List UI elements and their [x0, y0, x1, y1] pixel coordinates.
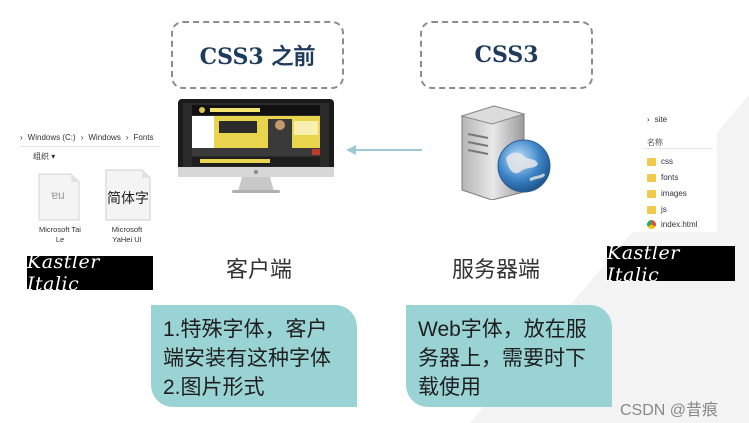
- font-file-icon[interactable]: 简体字: [102, 168, 151, 221]
- site-breadcrumb: › site: [647, 115, 667, 124]
- download-arrow: [346, 145, 422, 155]
- css3-heading: CSS3: [420, 21, 593, 89]
- site-folder-title[interactable]: site: [654, 115, 668, 124]
- list-item[interactable]: images: [647, 189, 687, 198]
- note-line: 务器上，需要时下: [418, 347, 586, 370]
- before-css3-heading: CSS3 之前: [171, 21, 344, 89]
- note-line: Web字体，放在服: [418, 318, 587, 341]
- list-item[interactable]: index.html: [647, 220, 697, 229]
- list-item-label: js: [661, 205, 667, 214]
- note-line: 端安装有这种字体: [163, 347, 331, 370]
- breadcrumb-windows[interactable]: Windows: [88, 132, 121, 142]
- chevron-right-icon: ›: [647, 115, 650, 124]
- font-name-line: Le: [55, 235, 65, 244]
- note-line: 载使用: [418, 376, 481, 399]
- watermark: CSDN @昔痕: [620, 402, 719, 419]
- web-server-illustration: [460, 105, 551, 200]
- note-line: 2.图片形式: [163, 376, 265, 399]
- breadcrumb-drive[interactable]: Windows (C:): [27, 132, 76, 142]
- font-file-name: Microsoft Tai Le: [27, 225, 93, 245]
- list-item-label: images: [661, 189, 687, 198]
- font-file-page-icon: [105, 169, 151, 221]
- fonts-breadcrumb: › Windows (C:) › Windows › Fonts: [20, 130, 160, 144]
- font-file-name: Microsoft YaHei UI: [94, 225, 160, 245]
- server-label: 服务器端: [451, 257, 540, 282]
- browser-file-icon: [647, 220, 656, 229]
- header-divider: [643, 148, 713, 149]
- folder-icon: [647, 205, 656, 214]
- font-file-page-icon: [38, 173, 80, 221]
- font-sample-image-right: Kastler Italic: [607, 242, 735, 286]
- list-item[interactable]: css: [647, 157, 673, 166]
- font-name-line: Microsoft Tai: [39, 225, 81, 234]
- font-sample-text: Kastler Italic: [27, 251, 100, 295]
- before-css3-heading-text: CSS3 之前: [199, 44, 316, 70]
- folder-icon: [647, 189, 656, 198]
- server-note: Web字体，放在服 务器上，需要时下 载使用: [406, 305, 612, 407]
- organize-menu[interactable]: 组织 ▾: [33, 152, 56, 161]
- note-line: 1.特殊字体，客户: [163, 318, 328, 341]
- column-header-name[interactable]: 名称: [647, 138, 663, 147]
- site-folder-panel: › site 名称 css fonts images js index.html: [633, 112, 717, 232]
- client-note: 1.特殊字体，客户 端安装有这种字体 2.图片形式: [151, 305, 357, 407]
- client-label: 客户端: [225, 257, 292, 282]
- css3-heading-text: CSS3: [474, 42, 539, 68]
- breadcrumb-separator: ›: [80, 132, 84, 142]
- folder-icon: [647, 173, 656, 182]
- list-item[interactable]: js: [647, 205, 667, 214]
- font-preview-glyph: 简体字: [107, 190, 149, 206]
- font-name-line: YaHei UI: [112, 235, 142, 244]
- list-item[interactable]: fonts: [647, 173, 678, 182]
- font-preview-glyph: ɐu: [51, 188, 65, 202]
- list-item-label: index.html: [661, 220, 698, 229]
- breadcrumb-separator: ›: [20, 132, 23, 142]
- font-sample-image-left: Kastler Italic: [27, 251, 153, 295]
- imac-monitor-illustration: [178, 99, 334, 193]
- list-item-label: css: [661, 157, 673, 166]
- font-file-icon[interactable]: ɐu: [35, 172, 81, 222]
- toolbar-divider: [20, 146, 160, 147]
- breadcrumb-separator: ›: [125, 132, 129, 142]
- list-item-label: fonts: [661, 173, 679, 182]
- font-name-line: Microsoft: [111, 225, 143, 234]
- breadcrumb-fonts[interactable]: Fonts: [133, 132, 154, 142]
- font-sample-text: Kastler Italic: [607, 241, 680, 286]
- folder-icon: [647, 157, 656, 166]
